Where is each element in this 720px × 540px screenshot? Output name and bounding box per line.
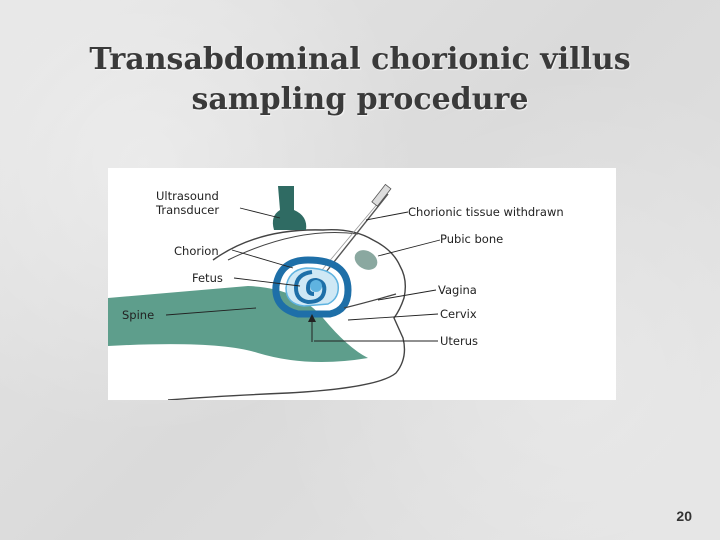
body-outline [167,229,407,400]
vagina-canal [343,293,397,309]
fetus-head [310,280,322,292]
slide-title: Transabdominal chorionic villus sampling… [60,40,660,120]
needle-inner [321,195,385,271]
fetus-shape [293,270,327,305]
pubic-bone [354,250,378,270]
label-pubic-bone: Pubic bone [440,232,503,246]
cvs-diagram: Ultrasound Transducer Chorion Fetus Spin… [108,168,616,400]
label-uterus: Uterus [440,334,478,348]
diagram-canvas: Ultrasound Transducer Chorion Fetus Spin… [108,183,564,400]
title-line-2: sampling procedure [191,82,529,117]
label-chorionic-tissue: Chorionic tissue withdrawn [408,205,564,219]
label-ultrasound-line2: Transducer [155,203,219,217]
label-ultrasound-line1: Ultrasound [156,189,219,203]
label-cervix: Cervix [440,307,477,321]
needle [325,193,389,273]
ultrasound-transducer [272,186,307,230]
syringe [371,183,392,207]
uterus-shape [272,256,352,318]
label-chorion: Chorion [174,244,219,258]
title-line-1: Transabdominal chorionic villus [89,42,631,77]
uterus-arrowhead [308,314,316,322]
leader-lines [165,207,441,342]
label-vagina: Vagina [438,283,477,297]
label-fetus: Fetus [192,271,223,285]
label-spine: Spine [122,308,154,322]
page-number: 20 [676,508,692,524]
